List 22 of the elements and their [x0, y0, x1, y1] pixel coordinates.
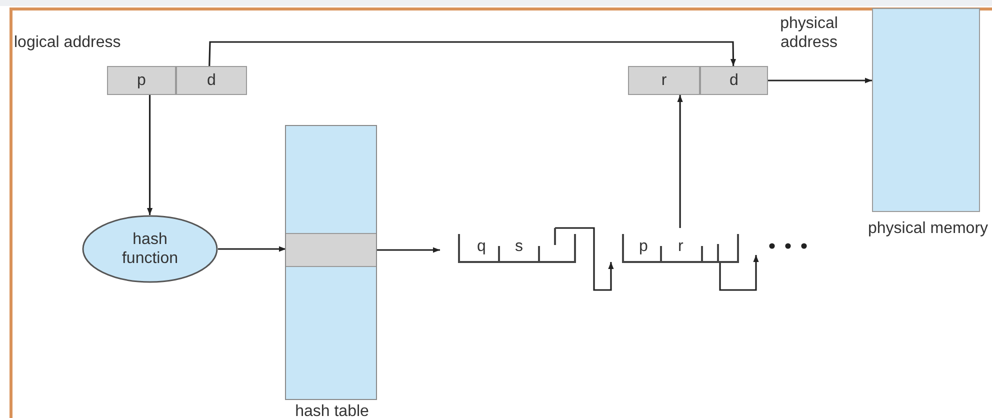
field-label: s	[515, 238, 523, 256]
field-label: q	[477, 238, 486, 256]
node-label: hash function	[120, 230, 180, 268]
arrow	[376, 247, 440, 253]
node-label: hash table	[294, 402, 370, 418]
field-label: r	[678, 238, 684, 256]
arrow	[768, 78, 872, 84]
address-field: r	[628, 66, 700, 95]
text-label: physical address	[779, 14, 839, 52]
arrow	[218, 246, 286, 252]
arrow	[146, 95, 153, 215]
arrow	[719, 255, 759, 291]
arrow	[677, 95, 683, 228]
arrow	[554, 227, 614, 291]
text-label: logical address	[14, 33, 121, 52]
address-field: p	[107, 66, 176, 95]
address-field: d	[176, 66, 247, 95]
address-field: d	[700, 66, 768, 95]
hash-table-entry	[286, 233, 376, 267]
node-label: physical memory	[866, 219, 990, 238]
arrow	[208, 41, 736, 66]
field-label: p	[639, 238, 648, 256]
